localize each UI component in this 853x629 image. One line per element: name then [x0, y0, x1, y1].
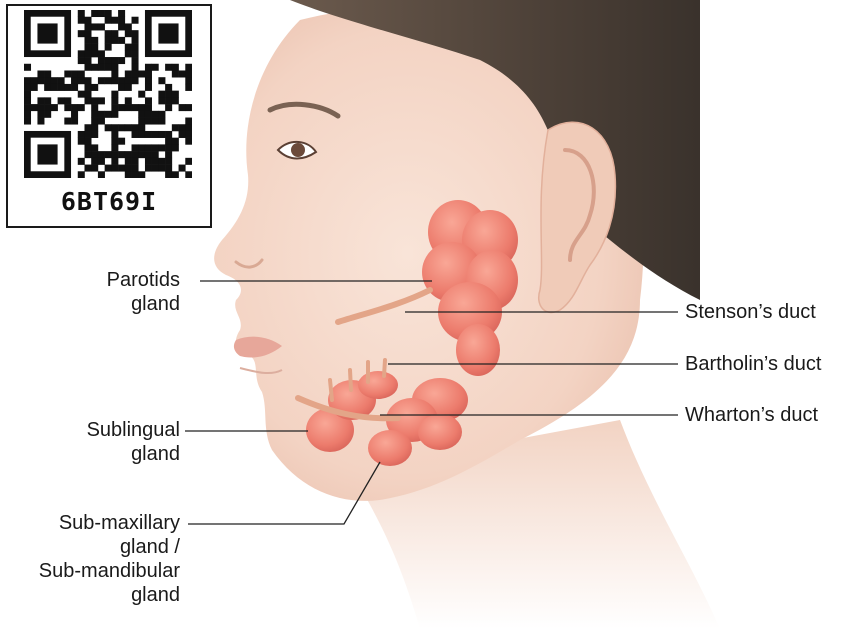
label-sublingual-line1: Sublingual [30, 418, 180, 442]
label-bartholin-duct: Bartholin’s duct [685, 352, 821, 376]
label-sublingual-gland: Sublingual gland [30, 418, 180, 466]
qr-code-box: 6BT69I [6, 4, 212, 228]
label-submaxillary-line3: Sub-mandibular [0, 559, 180, 583]
qr-code-text: 6BT69I [8, 187, 210, 216]
label-wharton-duct: Wharton’s duct [685, 403, 818, 427]
label-submaxillary-line2: gland / [0, 535, 180, 559]
label-stenson-duct: Stenson’s duct [685, 300, 816, 324]
label-parotids-line2: gland [60, 292, 180, 316]
qr-code-image [24, 10, 192, 178]
label-parotids-line1: Parotids [60, 268, 180, 292]
label-parotids-gland: Parotids gland [60, 268, 180, 316]
label-submaxillary-line1: Sub-maxillary [0, 511, 180, 535]
label-submaxillary-line4: gland [0, 583, 180, 607]
label-submaxillary-gland: Sub-maxillary gland / Sub-mandibular gla… [0, 511, 180, 607]
label-sublingual-line2: gland [30, 442, 180, 466]
